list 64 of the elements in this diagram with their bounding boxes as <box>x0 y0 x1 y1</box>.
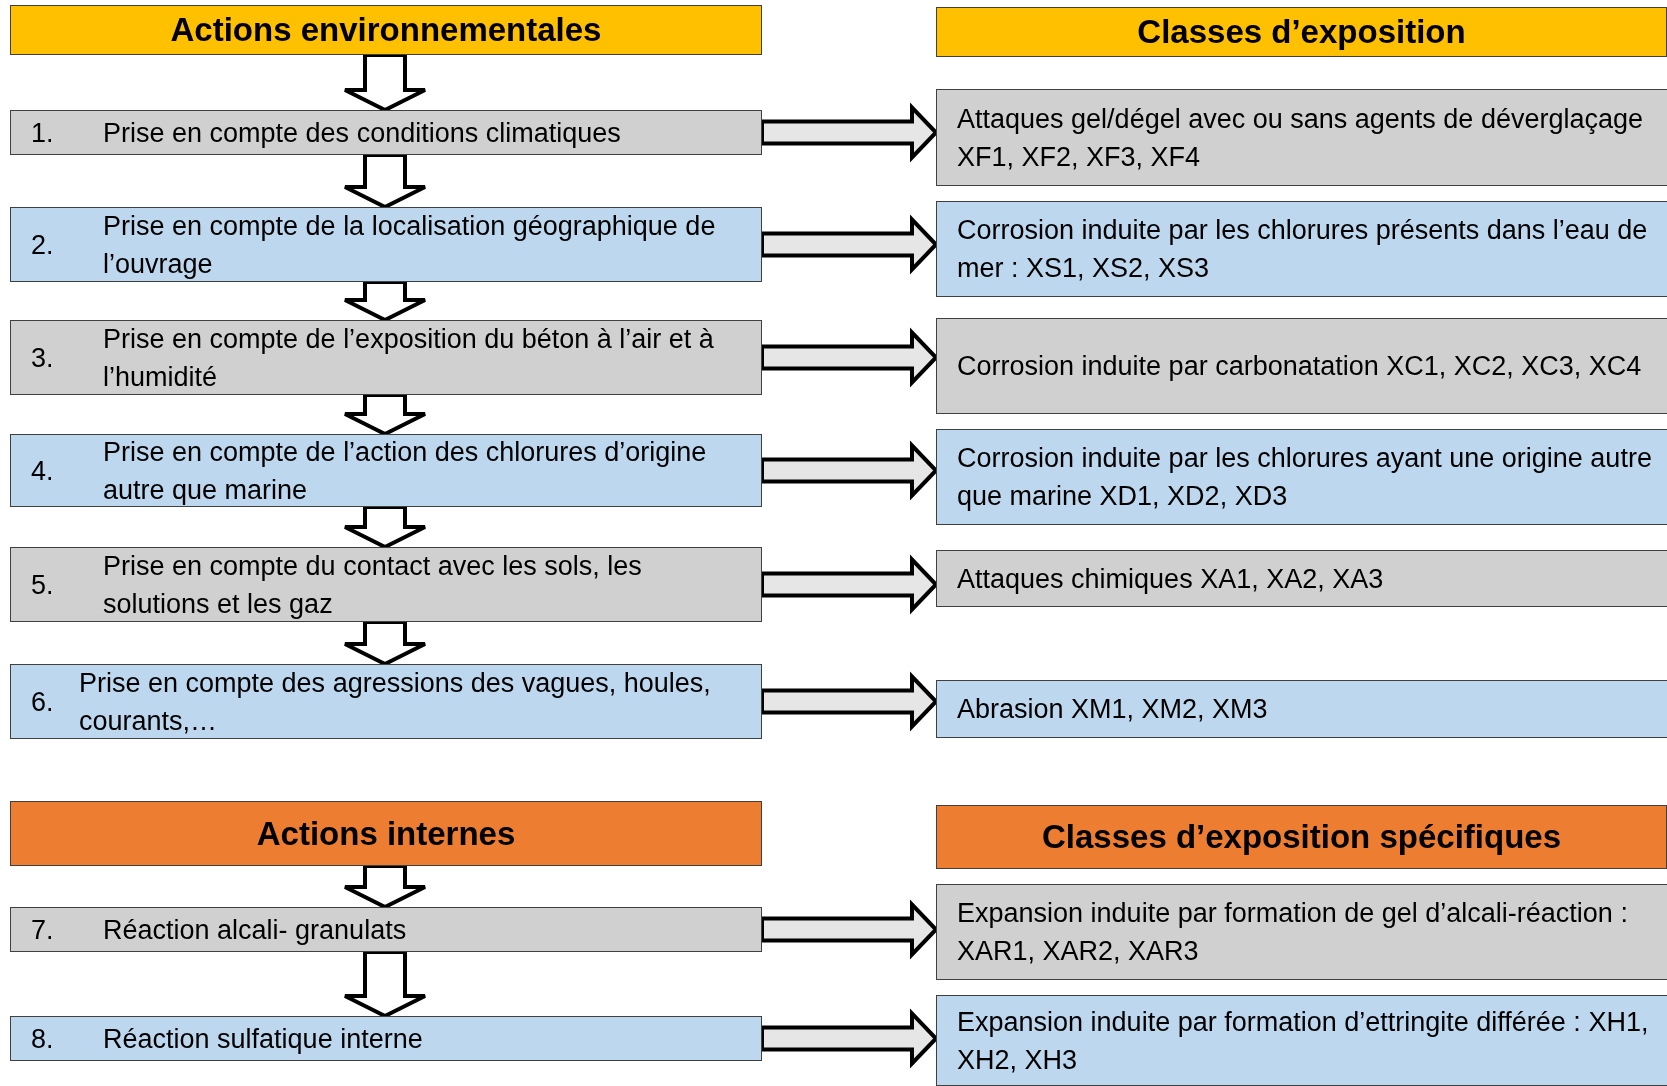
process-box <box>10 320 762 395</box>
class-description: Attaques gel/dégel avec ou sans agents de déverglaçage XF1, XF2, XF3, XF4 <box>957 102 1644 174</box>
exposure-class-box <box>936 429 1667 525</box>
header-bar <box>936 805 1667 869</box>
exposure-class-box <box>936 680 1667 738</box>
block-arrow <box>760 554 939 615</box>
step-text: Prise en compte des conditions climatiques <box>103 116 621 150</box>
block-arrow <box>343 620 427 667</box>
header-bar <box>10 801 762 866</box>
block-arrow <box>760 440 939 501</box>
class-description: Attaques chimiques XA1, XA2, XA3 <box>957 562 1384 596</box>
list-number: 4. <box>31 454 54 488</box>
block-arrow <box>760 899 939 960</box>
class-description: Corrosion induite par carbonatation XC1, XC2, XC3, XC4 <box>957 350 1642 383</box>
header-bar <box>10 5 762 55</box>
list-number: 8. <box>31 1022 54 1056</box>
header-title: Actions environnementales <box>170 11 602 49</box>
class-description: Abrasion XM1, XM2, XM3 <box>957 693 1268 726</box>
exposure-class-box <box>936 884 1667 980</box>
process-box <box>10 547 762 622</box>
block-arrow <box>343 505 427 550</box>
block-arrow <box>760 671 939 732</box>
header-bar <box>936 7 1667 57</box>
header-title: Actions internes <box>256 814 516 853</box>
exposure-class-box <box>936 550 1667 607</box>
block-arrow <box>343 393 427 437</box>
process-box <box>10 207 762 282</box>
block-arrow <box>343 280 427 323</box>
header-title: Classes d’exposition spécifiques <box>1042 818 1561 856</box>
block-arrow <box>343 153 427 210</box>
step-text: Prise en compte du contact avec les sols, les solutions et les gaz <box>103 549 643 621</box>
process-box <box>10 664 762 739</box>
block-arrow <box>760 214 939 275</box>
list-number: 2. <box>31 228 54 262</box>
block-arrow <box>343 950 427 1019</box>
exposure-class-box <box>936 201 1667 297</box>
step-text: Réaction alcali- granulats <box>103 913 407 947</box>
class-description: Corrosion induite par les chlorures présents dans l’eau de mer : XS1, XS2, XS3 <box>957 214 1649 285</box>
header-title: Classes d’exposition <box>1137 13 1466 51</box>
process-box <box>10 434 762 507</box>
block-arrow <box>760 1008 939 1069</box>
step-text: Prise en compte des agressions des vagues, houles, courants,… <box>79 666 712 738</box>
step-text: Prise en compte de la localisation géographique de l’ouvrage <box>103 209 717 281</box>
process-box <box>10 1016 762 1061</box>
exposure-class-box <box>936 318 1667 414</box>
list-number: 6. <box>31 685 54 719</box>
block-arrow <box>343 53 427 113</box>
list-number: 3. <box>31 341 54 375</box>
process-box <box>10 110 762 155</box>
block-arrow <box>343 864 427 910</box>
exposure-class-box <box>936 89 1667 186</box>
step-text: Réaction sulfatique interne <box>103 1022 423 1056</box>
exposure-class-box <box>936 995 1667 1086</box>
step-text: Prise en compte de l’exposition du béton à l’air et à l’humidité <box>103 322 715 394</box>
process-box <box>10 907 762 952</box>
list-number: 7. <box>31 913 54 947</box>
block-arrow <box>760 102 939 163</box>
list-number: 1. <box>31 116 54 150</box>
block-arrow <box>760 327 939 388</box>
list-number: 5. <box>31 568 54 602</box>
class-description: Corrosion induite par les chlorures ayant une origine autre que marine XD1, XD2, XD3 <box>957 442 1653 513</box>
class-description: Expansion induite par formation de gel d’alcali-réaction : XAR1, XAR2, XAR3 <box>957 897 1629 968</box>
step-text: Prise en compte de l’action des chlorures d’origine autre que marine <box>103 435 708 507</box>
class-description: Expansion induite par formation d’ettringite différée : XH1, XH2, XH3 <box>957 1005 1650 1077</box>
